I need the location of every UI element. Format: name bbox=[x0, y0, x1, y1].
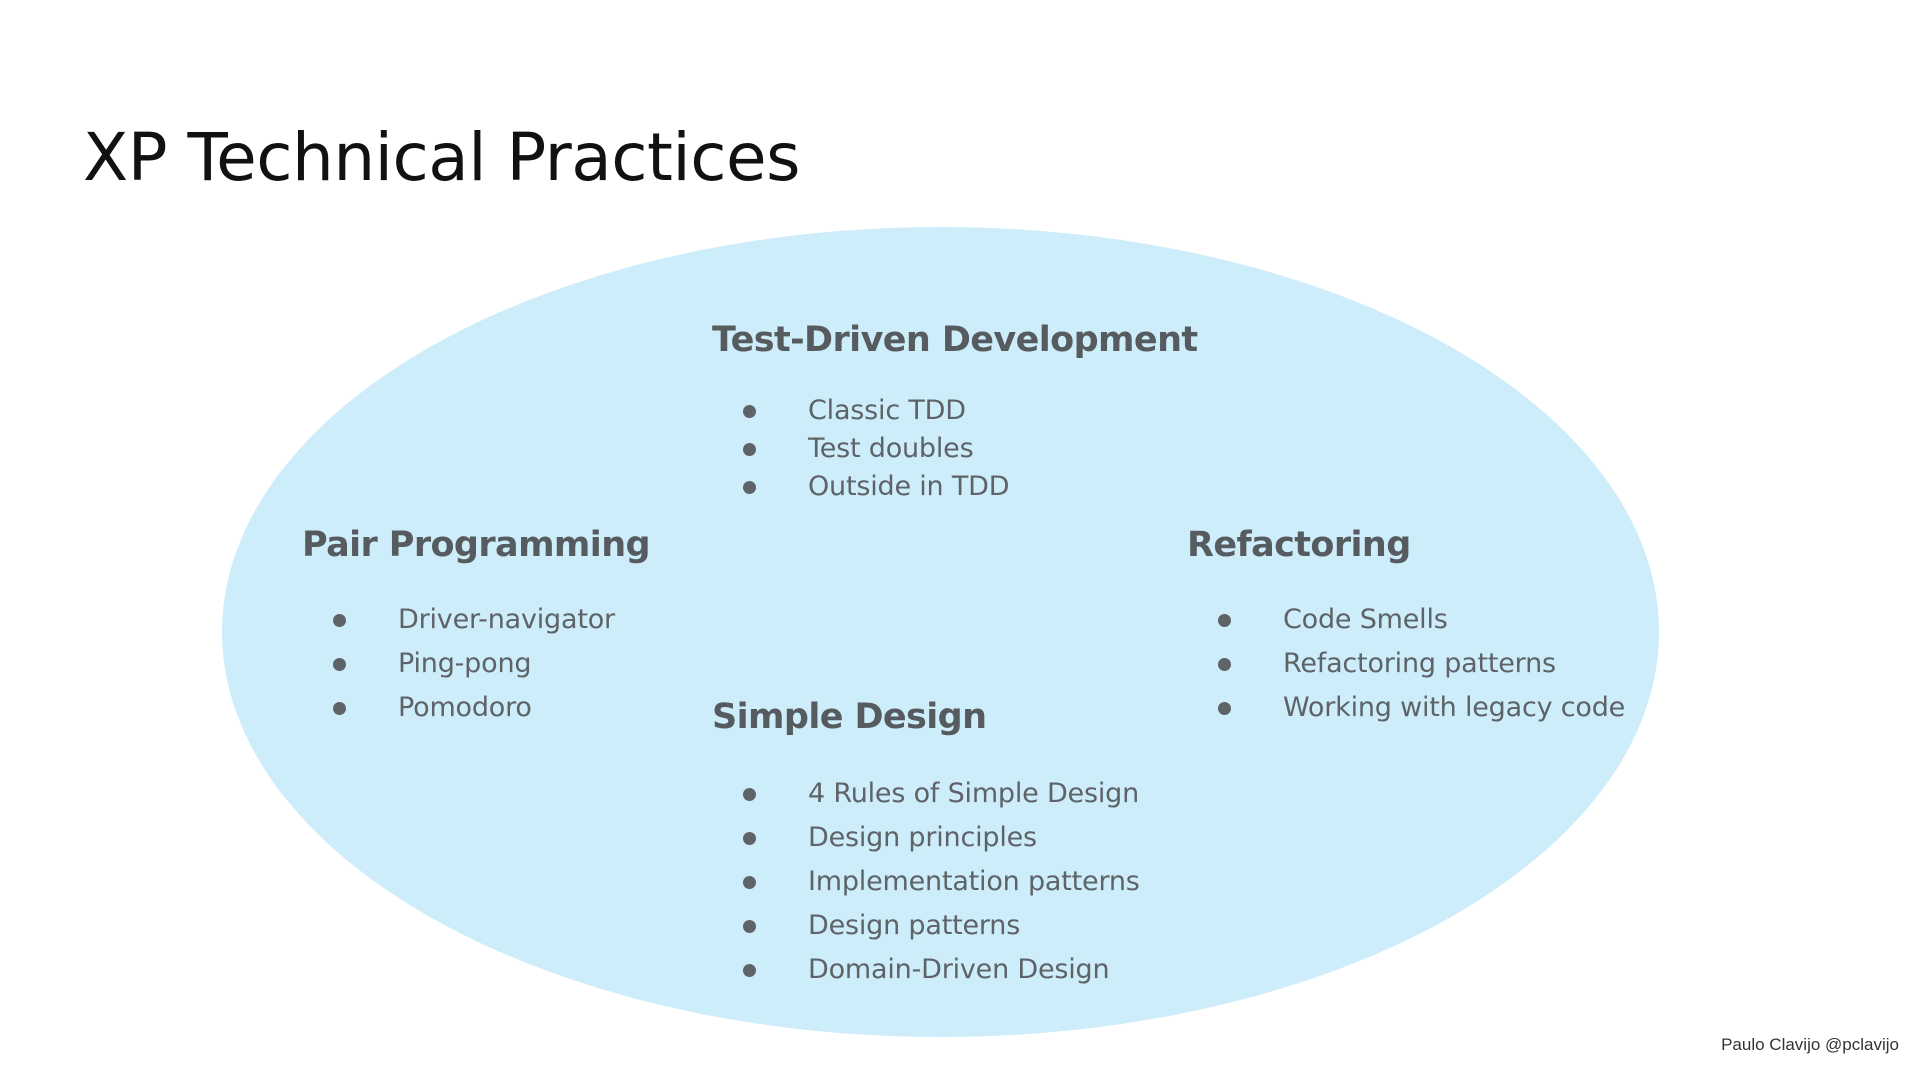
group-simple-design: Simple Design 4 Rules of Simple Design D… bbox=[712, 695, 1140, 992]
list-item: Test doubles bbox=[712, 430, 1198, 468]
author-credit: Paulo Clavijo @pclavijo bbox=[1721, 1035, 1899, 1054]
list-item-label: Design patterns bbox=[808, 910, 1021, 941]
list-item-label: Test doubles bbox=[808, 433, 974, 464]
bullet-icon bbox=[743, 481, 756, 494]
list-item: 4 Rules of Simple Design bbox=[712, 772, 1140, 816]
list-item-label: Refactoring patterns bbox=[1283, 648, 1556, 679]
group-list-simple-design: 4 Rules of Simple Design Design principl… bbox=[712, 772, 1140, 992]
group-heading-refactoring: Refactoring bbox=[1187, 525, 1411, 565]
list-item-label: Implementation patterns bbox=[808, 866, 1140, 897]
group-pair-programming: Pair Programming Driver-navigator Ping-p… bbox=[302, 523, 651, 730]
practices-ellipse bbox=[222, 227, 1659, 1037]
bullet-icon bbox=[333, 658, 346, 671]
list-item: Domain-Driven Design bbox=[712, 948, 1140, 992]
bullet-icon bbox=[743, 964, 756, 977]
list-item-label: Driver-navigator bbox=[398, 604, 615, 635]
slide-title: XP Technical Practices bbox=[83, 119, 801, 196]
bullet-icon bbox=[333, 702, 346, 715]
group-test-driven-development: Test-Driven Development Classic TDD Test… bbox=[712, 318, 1198, 506]
group-heading-simple-design: Simple Design bbox=[712, 697, 987, 737]
group-heading-tdd: Test-Driven Development bbox=[712, 320, 1198, 360]
list-item-label: Outside in TDD bbox=[808, 471, 1010, 502]
list-item-label: 4 Rules of Simple Design bbox=[808, 778, 1139, 809]
group-list-pair: Driver-navigator Ping-pong Pomodoro bbox=[302, 598, 650, 730]
list-item-label: Code Smells bbox=[1283, 604, 1448, 635]
list-item-label: Ping-pong bbox=[398, 648, 532, 679]
list-item: Outside in TDD bbox=[712, 468, 1198, 506]
bullet-icon bbox=[743, 876, 756, 889]
group-list-refactoring: Code Smells Refactoring patterns Working… bbox=[1187, 598, 1625, 730]
bullet-icon bbox=[1218, 702, 1231, 715]
group-heading-pair: Pair Programming bbox=[302, 525, 651, 565]
list-item: Pomodoro bbox=[302, 686, 650, 730]
list-item-label: Working with legacy code bbox=[1283, 692, 1626, 723]
list-item: Driver-navigator bbox=[302, 598, 650, 642]
bullet-icon bbox=[743, 920, 756, 933]
bullet-icon bbox=[1218, 658, 1231, 671]
list-item: Design principles bbox=[712, 816, 1140, 860]
list-item: Working with legacy code bbox=[1187, 686, 1625, 730]
list-item: Classic TDD bbox=[712, 392, 1198, 430]
group-list-tdd: Classic TDD Test doubles Outside in TDD bbox=[712, 392, 1198, 506]
list-item: Ping-pong bbox=[302, 642, 650, 686]
list-item-label: Pomodoro bbox=[398, 692, 532, 723]
bullet-icon bbox=[1218, 614, 1231, 627]
list-item: Refactoring patterns bbox=[1187, 642, 1625, 686]
bullet-icon bbox=[333, 614, 346, 627]
bullet-icon bbox=[743, 405, 756, 418]
list-item: Code Smells bbox=[1187, 598, 1625, 642]
group-refactoring: Refactoring Code Smells Refactoring patt… bbox=[1187, 523, 1625, 730]
list-item-label: Design principles bbox=[808, 822, 1037, 853]
bullet-icon bbox=[743, 443, 756, 456]
bullet-icon bbox=[743, 788, 756, 801]
list-item-label: Classic TDD bbox=[808, 395, 966, 426]
list-item: Implementation patterns bbox=[712, 860, 1140, 904]
bullet-icon bbox=[743, 832, 756, 845]
list-item: Design patterns bbox=[712, 904, 1140, 948]
list-item-label: Domain-Driven Design bbox=[808, 954, 1110, 985]
